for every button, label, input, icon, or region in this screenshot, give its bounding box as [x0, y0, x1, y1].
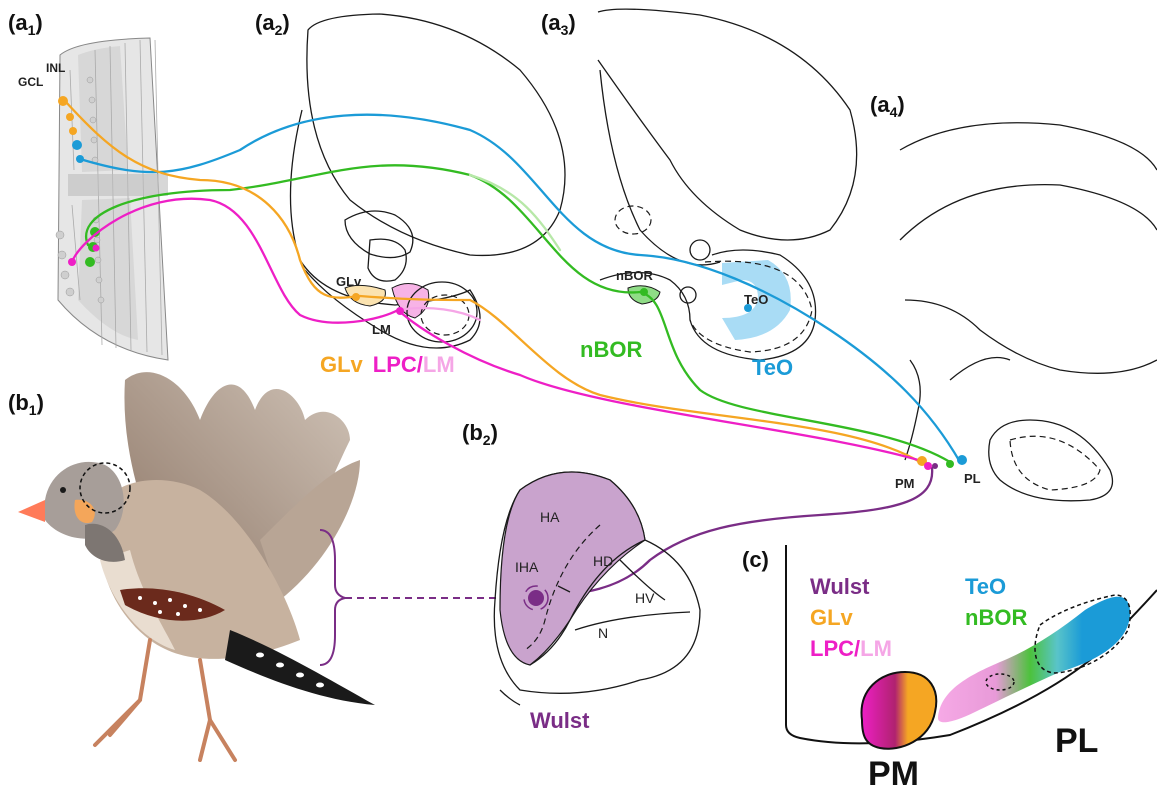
glv-small-label: GLv	[336, 274, 362, 289]
zebra-finch-illustration	[18, 372, 375, 760]
brain-section-a3	[598, 9, 857, 360]
hv-label: HV	[635, 590, 655, 606]
retina-section	[56, 38, 168, 360]
pm-small-label: PM	[895, 476, 915, 491]
panel-b2-label: (b2)	[462, 420, 498, 448]
c-pm-label: PM	[868, 755, 919, 788]
teo-label: TeO	[752, 355, 793, 380]
inl-label: INL	[46, 61, 65, 75]
c-pl-label: PL	[1055, 722, 1098, 760]
iha-label: IHA	[515, 559, 539, 575]
retina-panel: (a1) GCL INL	[8, 10, 168, 360]
lm-label: LM	[423, 352, 455, 377]
c-nbor-label: nBOR	[965, 605, 1027, 630]
c-lpc-label: LPC	[810, 636, 854, 661]
eye-icon	[60, 487, 66, 493]
panel-c-label: (c)	[742, 547, 769, 572]
glv-label: GLv	[320, 352, 364, 377]
panel-a2-label: (a2)	[255, 10, 290, 38]
c-glv-label: GLv	[810, 605, 854, 630]
brain-section-a4	[900, 123, 1157, 501]
pl-small-label: PL	[964, 471, 981, 486]
c-teo-label: TeO	[965, 574, 1006, 599]
n-label: N	[598, 625, 608, 641]
panel-a1-label: (a1)	[8, 10, 43, 38]
nbor-label: nBOR	[580, 337, 642, 362]
panel-a4-label: (a4)	[870, 92, 905, 120]
beak	[18, 500, 45, 522]
wulst-injection-site	[528, 590, 544, 606]
panel-a3-label: (a3)	[541, 10, 576, 38]
wulst-label: Wulst	[530, 708, 590, 733]
c-lpc-lm-label: LPC/LM	[810, 636, 892, 661]
pm-region	[862, 672, 937, 749]
panel-b1-label: (b1)	[8, 390, 44, 418]
nbor-small-label: nBOR	[616, 268, 653, 283]
c-lm-label: LM	[860, 636, 892, 661]
c-wulst-label: Wulst	[810, 574, 870, 599]
tail	[225, 630, 375, 705]
hd-label: HD	[593, 553, 613, 569]
ha-label: HA	[540, 509, 560, 525]
gcl-label: GCL	[18, 75, 43, 89]
lpc-label: LPC	[373, 352, 417, 377]
lm-small-label: LM	[372, 322, 391, 337]
